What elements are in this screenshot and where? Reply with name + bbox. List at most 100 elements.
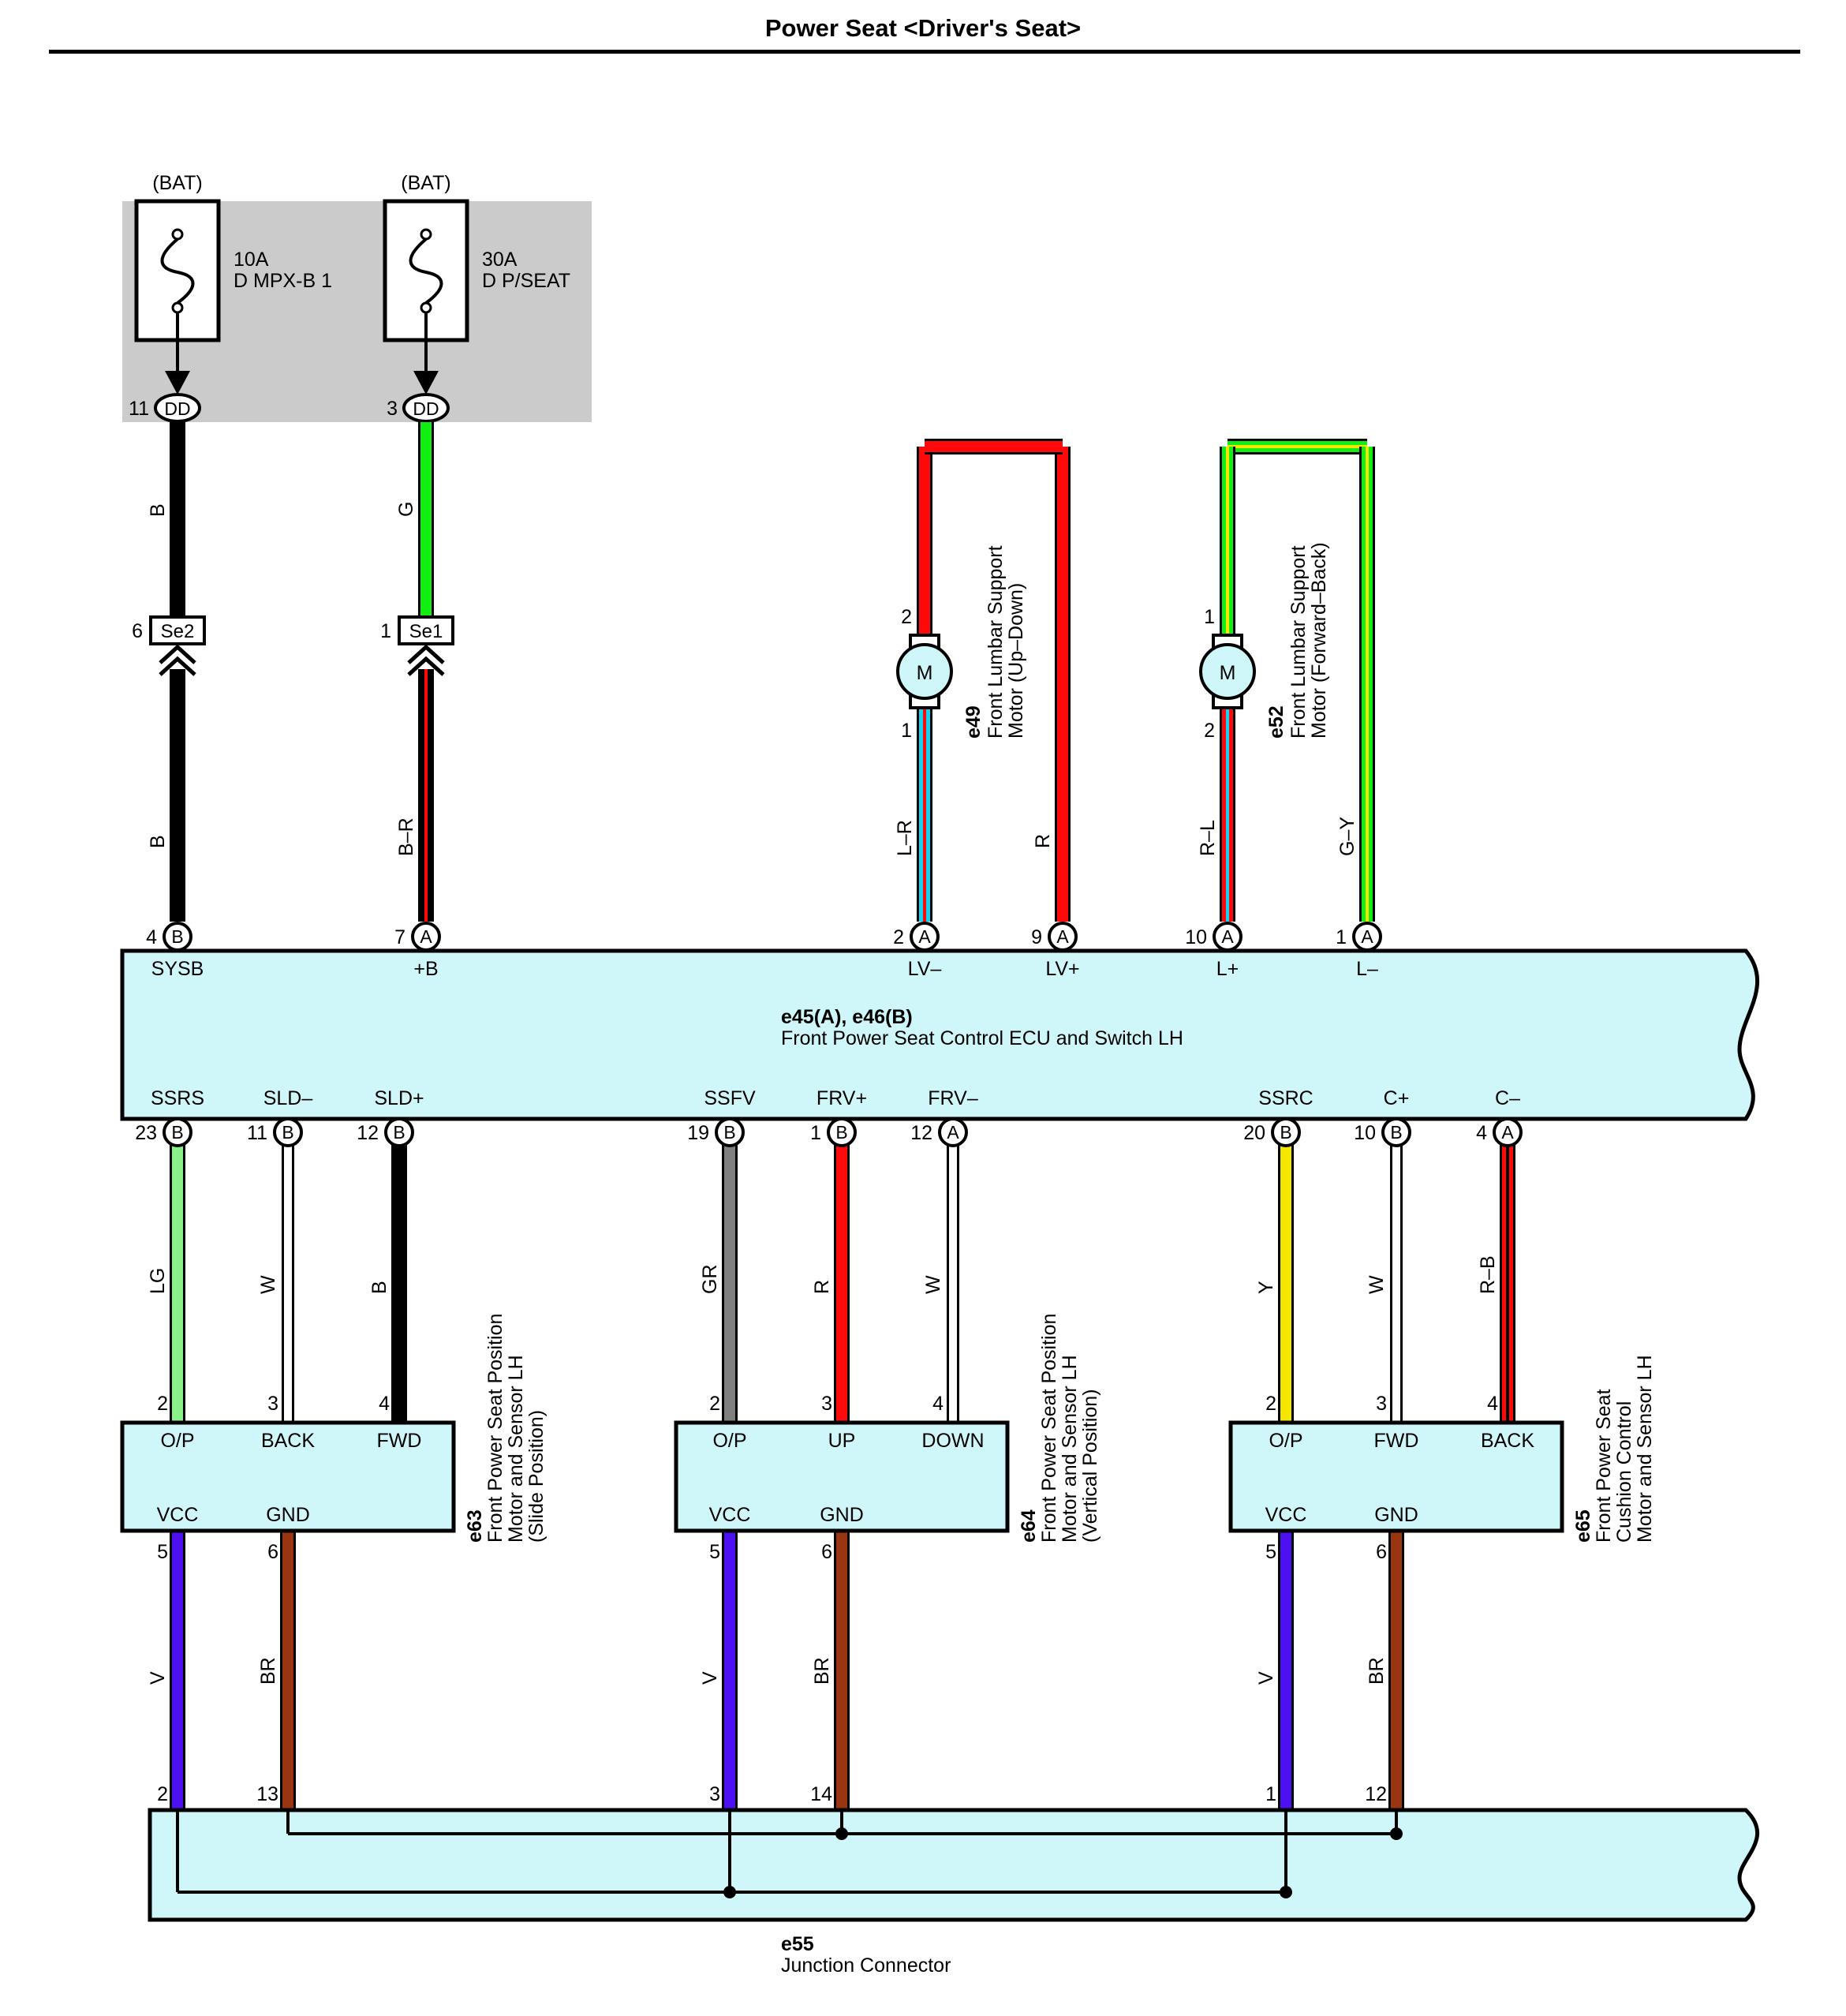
ecu-top-pin-letter: A (1221, 926, 1234, 947)
ecu-bottom-pin-number: 12 (357, 1122, 379, 1144)
motor-icon (1199, 643, 1256, 700)
ecu-bottom-pin-label: SLD– (263, 1087, 313, 1109)
inline-chevron-icon (159, 656, 196, 676)
ecu-top-pin-letter: A (918, 926, 931, 947)
wire-color-label: R (1032, 834, 1054, 848)
ecu-bottom-pin-label: SSRC (1258, 1087, 1313, 1109)
ecu-bottom-pin (1381, 1117, 1411, 1147)
junction-pin-number: 14 (810, 1783, 832, 1805)
page-title: Power Seat <Driver's Seat> (764, 14, 1082, 42)
wire-color-label: W (257, 1275, 279, 1294)
wire-color-label: V (147, 1671, 169, 1685)
junction-pin-number: 13 (256, 1783, 278, 1805)
sensor-name-line1: Front Power Seat (1593, 1389, 1615, 1543)
wire-color-label: R (811, 1280, 833, 1294)
connector-pin-number: 11 (129, 398, 149, 420)
connector-pin-number: 3 (387, 398, 398, 420)
sensor-top-pin-number: 4 (932, 1393, 944, 1415)
ecu-top-pin-label: L+ (1216, 958, 1239, 980)
sensor-code: e65 (1572, 1509, 1594, 1543)
sensor-top-pin-number: 3 (821, 1393, 832, 1415)
ecu-bottom-pin-label: FRV+ (816, 1087, 867, 1109)
sensor-name-line2: Cushion Control (1613, 1401, 1635, 1543)
sensor-top-pin-label: BACK (261, 1430, 315, 1452)
ecu-top-pin (910, 922, 940, 952)
connector-dd (402, 393, 450, 423)
ecu-top-pin-number: 2 (893, 926, 904, 948)
sensor-name-line1: Front Power Seat Position (1038, 1314, 1060, 1543)
sensor-name-line2: Motor and Sensor LH (505, 1355, 527, 1543)
motor-code: e52 (1265, 705, 1287, 739)
ecu-bottom-pin-label: C+ (1384, 1087, 1410, 1109)
sensor-bottom-pin-number: 6 (267, 1541, 278, 1563)
junction-splice-dot (1390, 1827, 1403, 1840)
junction-splice-dot (1280, 1886, 1292, 1898)
sensor-top-pin-label: UP (828, 1430, 856, 1452)
connector-dd-label: DD (413, 398, 439, 419)
ecu-bottom-pin-number: 20 (1243, 1122, 1265, 1144)
ecu-top-pin-label: L– (1356, 958, 1378, 980)
inline-connector-box (149, 615, 206, 645)
sensor-top-pin-label: O/P (1269, 1430, 1302, 1452)
ecu-bottom-pin-label: C– (1495, 1087, 1520, 1109)
ecu-bottom-pin-letter: B (171, 1122, 183, 1143)
sensor-top-pin-number: 2 (1265, 1393, 1276, 1415)
sensor-bottom-pin-label: VCC (1265, 1504, 1307, 1526)
fuse-terminal (171, 228, 184, 241)
ecu-top-pin-number: 7 (394, 926, 405, 948)
ecu-bottom-pin-label: SLD+ (374, 1087, 424, 1109)
ecu-bottom-pin (1493, 1117, 1523, 1147)
sensor-top-pin-number: 4 (379, 1393, 390, 1415)
wire-color-label: G (395, 502, 417, 517)
ecu-name: Front Power Seat Control ECU and Switch … (781, 1027, 1183, 1049)
ecu-bottom-pin-number: 12 (910, 1122, 932, 1144)
sensor-name-line3: Motor and Sensor LH (1634, 1355, 1656, 1543)
fuse-element-icon (160, 238, 195, 305)
ecu-top-pin (411, 922, 441, 952)
ecu-bottom-pin-letter: B (1390, 1122, 1402, 1143)
junction-pin-number: 1 (1265, 1783, 1276, 1805)
motor-code: e49 (962, 705, 985, 739)
sensor-bottom-pin-number: 6 (1376, 1541, 1387, 1563)
ecu-top-pin (1048, 922, 1078, 952)
sensor-top-pin-label: FWD (1374, 1430, 1419, 1452)
wire-color-label: R–L (1197, 820, 1219, 856)
ecu-bottom-pin-label: SSRS (151, 1087, 204, 1109)
junction-splice-dot (835, 1827, 848, 1840)
ecu-bottom-pin (938, 1117, 968, 1147)
sensor-name-line3: (Vertical Position) (1079, 1389, 1101, 1543)
ecu-top-pin (163, 922, 192, 952)
ecu-bottom-pin-letter: B (282, 1122, 293, 1143)
ecu-top-pin-label: LV+ (1045, 958, 1079, 980)
wire-color-label: W (1366, 1275, 1388, 1294)
sensor-top-pin-label: DOWN (921, 1430, 984, 1452)
fuse-amp-label: 10A (234, 249, 269, 271)
sensor-top-pin-label: FWD (377, 1430, 422, 1452)
inline-chevron-icon (407, 656, 445, 676)
wire-color-label: G–Y (1336, 817, 1358, 856)
ecu-top-pin (1213, 922, 1242, 952)
motor-pin-bottom: 1 (901, 720, 912, 742)
wire-color-label: W (922, 1275, 944, 1294)
wire-color-label: B (147, 503, 169, 517)
sensor-top-pin-number: 3 (267, 1393, 278, 1415)
sensor-name-line1: Front Power Seat Position (484, 1314, 506, 1543)
sensor-top-pin-number: 2 (157, 1393, 168, 1415)
inline-chevron-icon (159, 644, 196, 664)
wire-color-label: R–B (1477, 1255, 1499, 1294)
ecu-top-pin-label: SYSB (151, 958, 204, 980)
sensor-bottom-pin-number: 5 (157, 1541, 168, 1563)
sensor-top-pin-number: 4 (1487, 1393, 1498, 1415)
sensor-box (120, 1420, 456, 1533)
motor-name-line1: Front Lumbar Support (985, 545, 1007, 739)
ecu-bottom-pin-label: SSFV (704, 1087, 756, 1109)
ecu-bottom-pin (163, 1117, 192, 1147)
junction-pin-number: 2 (157, 1783, 168, 1805)
sensor-bottom-pin-number: 5 (1265, 1541, 1276, 1563)
wire-color-label: BR (811, 1657, 833, 1685)
motor-name-line2: Motor (Up–Down) (1005, 583, 1027, 739)
sensor-box (1228, 1420, 1564, 1533)
sensor-bottom-pin-label: GND (266, 1504, 310, 1526)
ecu-code: e45(A), e46(B) (781, 1006, 913, 1028)
inline-connector-pin: 1 (380, 620, 391, 642)
